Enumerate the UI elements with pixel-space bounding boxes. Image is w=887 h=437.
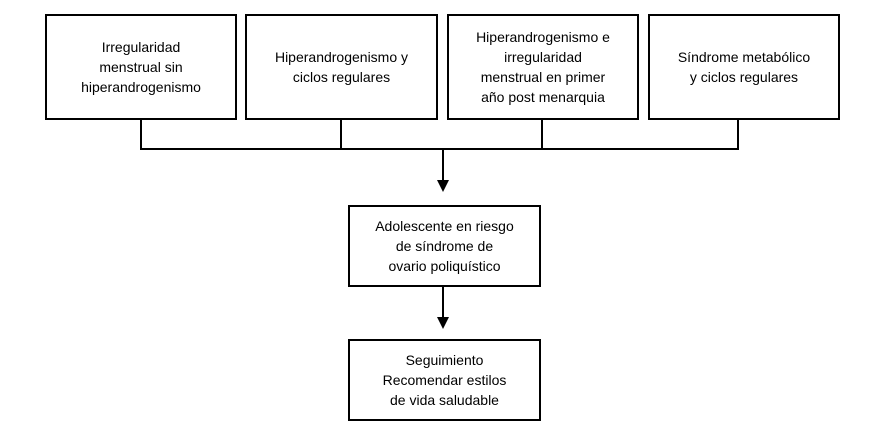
- criteria-line: Irregularidad: [101, 39, 181, 55]
- criteria-line: Hiperandrogenismo e: [476, 29, 610, 45]
- criteria-line: hiperandrogenismo: [81, 79, 201, 95]
- merge-line: [140, 148, 739, 150]
- follow-up-line: Seguimiento: [405, 352, 484, 368]
- arrow-down-icon: [437, 317, 449, 329]
- at-risk-line: de síndrome de: [395, 238, 494, 254]
- criteria-box-label: Hiperandrogenismo e irregularidad menstr…: [470, 27, 616, 107]
- follow-up-line: de vida saludable: [390, 392, 499, 408]
- follow-up-label: Seguimiento Recomendar estilos de vida s…: [377, 350, 513, 410]
- arrow-shaft: [442, 287, 444, 317]
- connector-line: [340, 120, 342, 150]
- criteria-box-menstrual-irregularity: Irregularidad menstrual sin hiperandroge…: [45, 14, 237, 120]
- criteria-box-hyperandrogenism-irregularity: Hiperandrogenismo e irregularidad menstr…: [447, 14, 639, 120]
- follow-up-box: Seguimiento Recomendar estilos de vida s…: [348, 339, 541, 421]
- at-risk-box: Adolescente en riesgo de síndrome de ova…: [348, 205, 541, 287]
- at-risk-label: Adolescente en riesgo de síndrome de ova…: [369, 216, 520, 276]
- at-risk-line: ovario poliquístico: [388, 258, 501, 274]
- criteria-line: irregularidad: [504, 49, 582, 65]
- connector-line: [541, 120, 543, 150]
- criteria-box-hyperandrogenism-regular: Hiperandrogenismo y ciclos regulares: [245, 14, 438, 120]
- follow-up-line: Recomendar estilos: [382, 372, 507, 388]
- criteria-line: Síndrome metabólico: [677, 49, 811, 65]
- criteria-line: y ciclos regulares: [689, 69, 799, 85]
- connector-line: [140, 120, 142, 150]
- criteria-line: menstrual sin: [99, 59, 183, 75]
- criteria-box-label: Síndrome metabólico y ciclos regulares: [672, 47, 816, 87]
- criteria-box-label: Irregularidad menstrual sin hiperandroge…: [75, 37, 207, 97]
- criteria-line: menstrual en primer: [480, 69, 606, 85]
- criteria-box-metabolic-syndrome: Síndrome metabólico y ciclos regulares: [648, 14, 840, 120]
- criteria-line: Hiperandrogenismo y: [274, 49, 409, 65]
- arrow-shaft: [442, 150, 444, 180]
- criteria-box-label: Hiperandrogenismo y ciclos regulares: [269, 47, 414, 87]
- arrow-down-icon: [437, 180, 449, 192]
- connector-line: [737, 120, 739, 150]
- criteria-line: año post menarquia: [481, 89, 605, 105]
- criteria-line: ciclos regulares: [292, 69, 391, 85]
- at-risk-line: Adolescente en riesgo: [375, 218, 514, 234]
